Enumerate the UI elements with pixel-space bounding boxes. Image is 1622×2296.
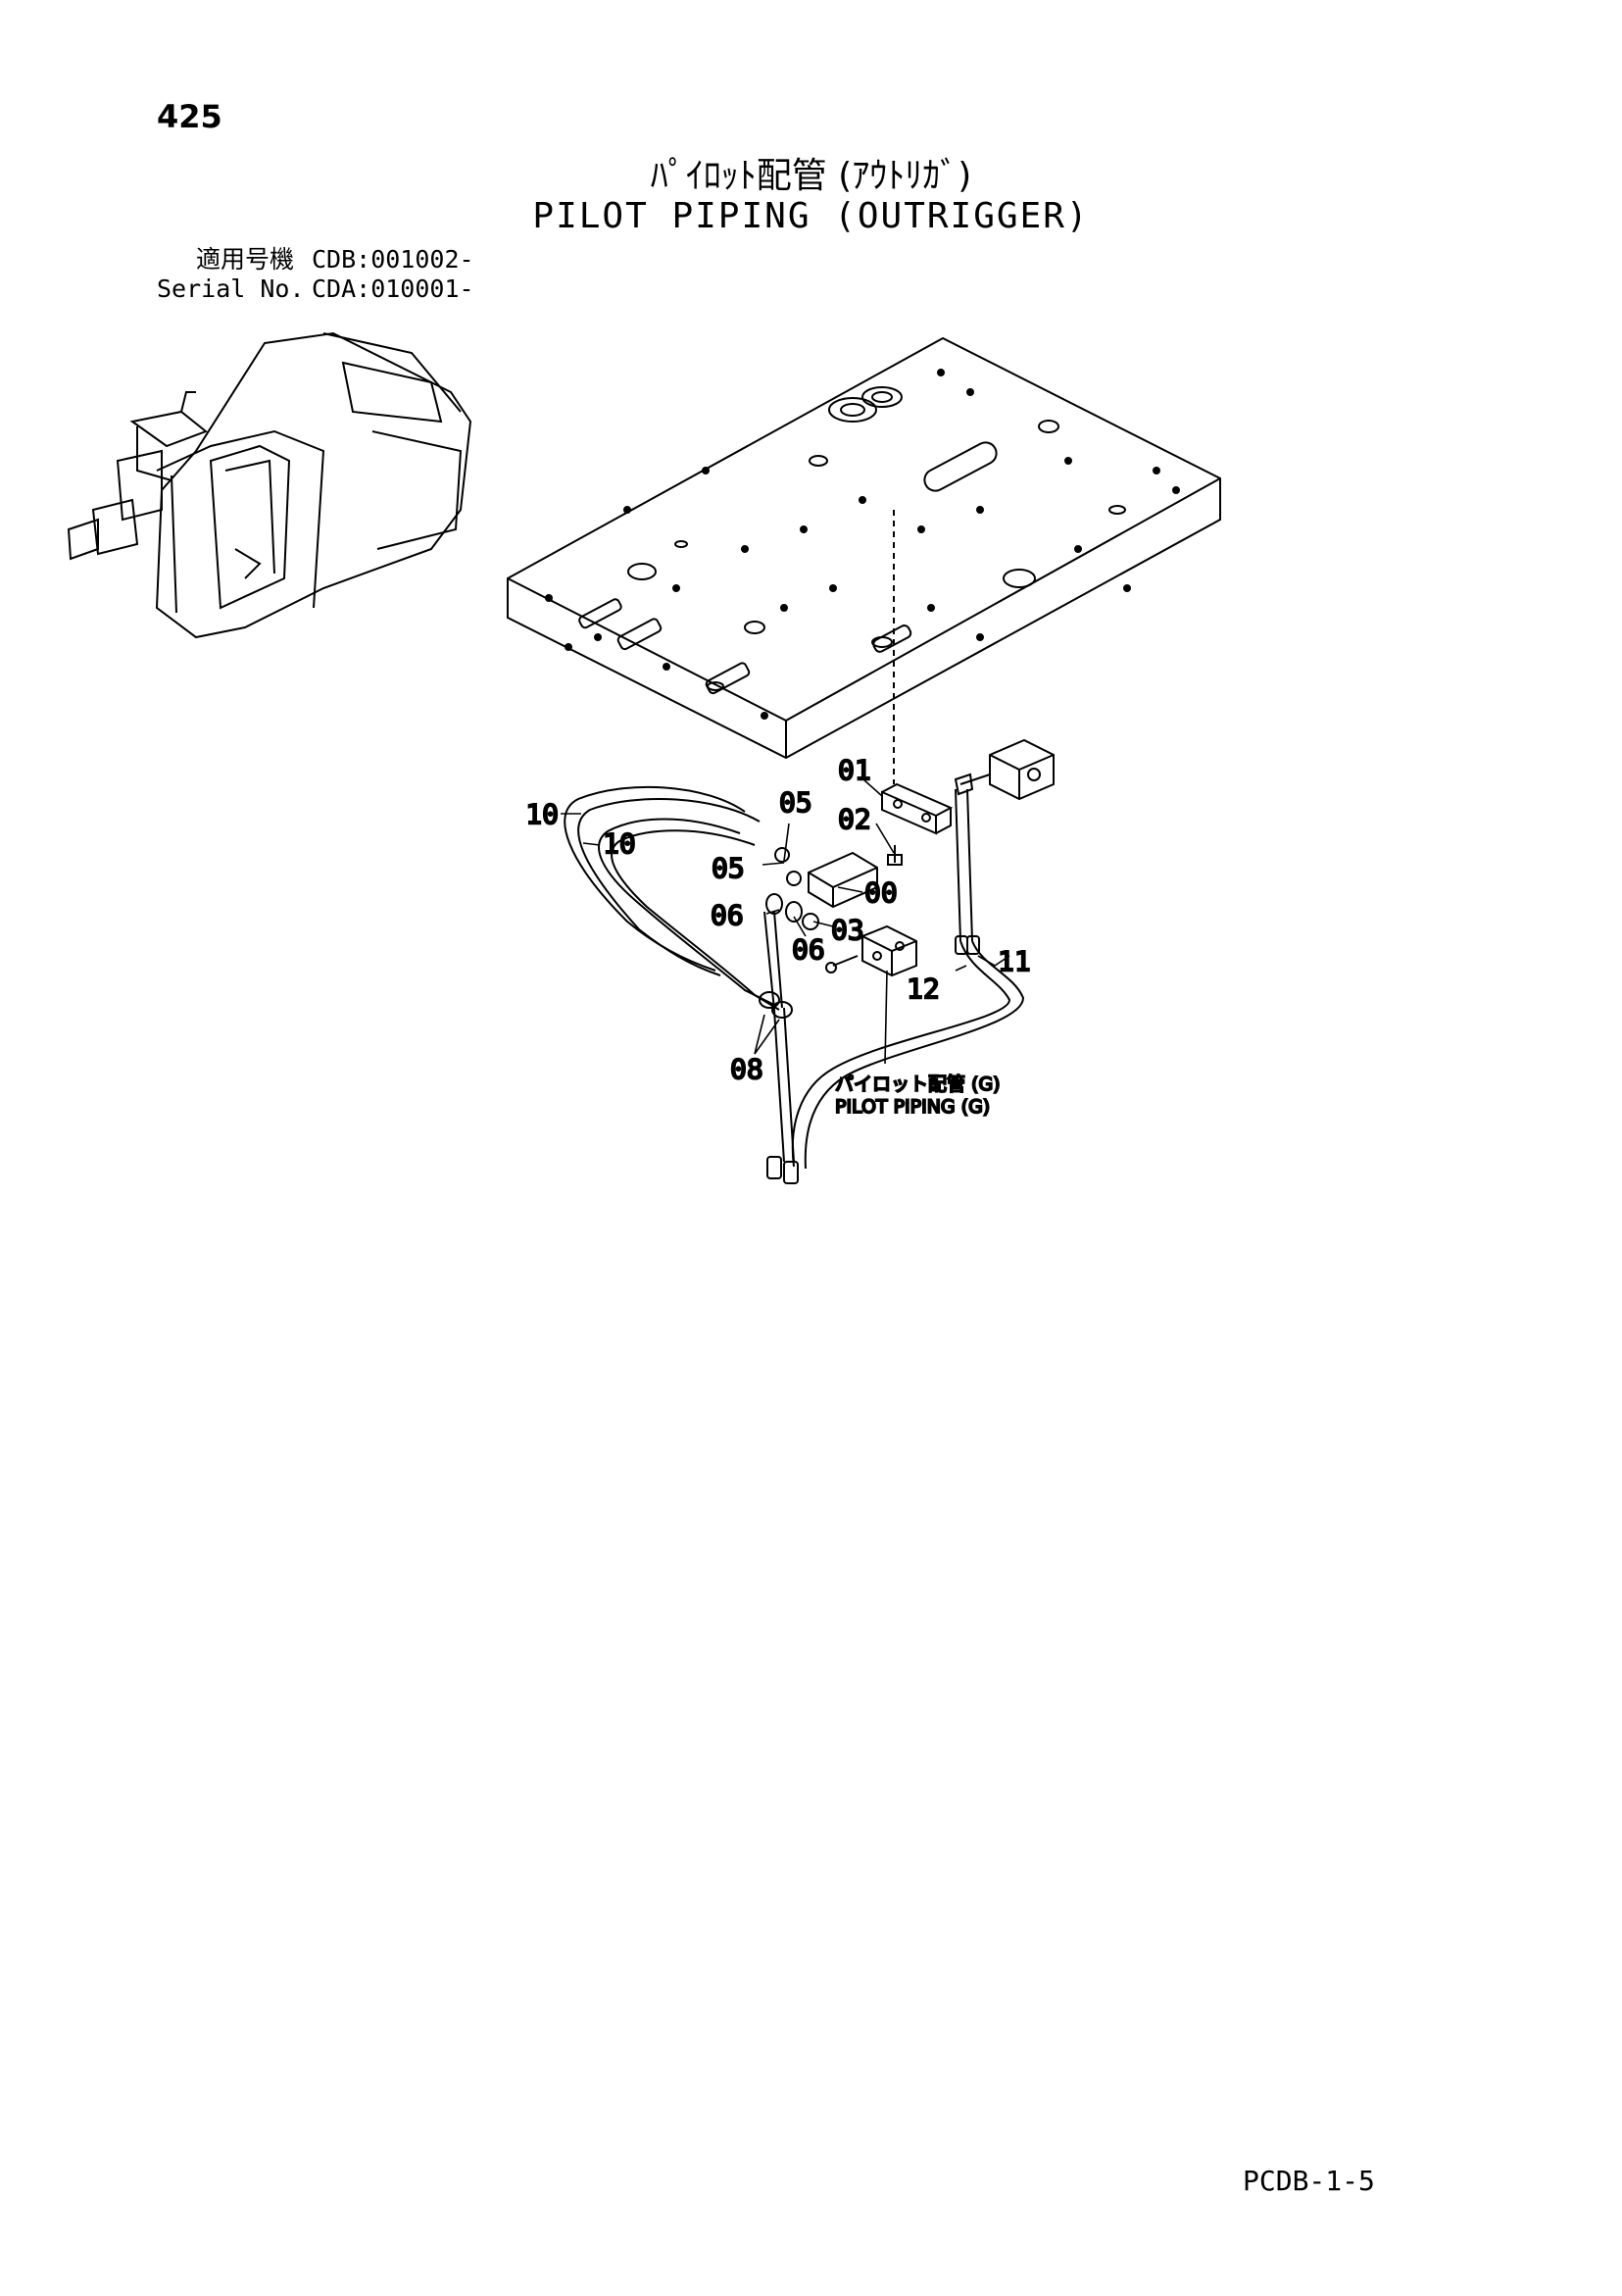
callout-06-a: 06 [711, 899, 744, 931]
page-number: 425 [157, 98, 222, 135]
valve-block-lower-icon [825, 924, 917, 977]
serial-value: CDA:010001- [312, 275, 474, 303]
callout-10-b: 10 [603, 827, 636, 860]
excavator-overview-icon [67, 331, 472, 639]
callout-08: 08 [730, 1053, 763, 1085]
footer-code: PCDB-1-5 [1243, 2165, 1375, 2197]
callout-05-b: 05 [712, 852, 745, 884]
callout-00: 00 [864, 876, 898, 909]
callout-05-a: 05 [779, 786, 812, 819]
leader-lines [561, 779, 1010, 1065]
serial-value: CDB:001002- [312, 245, 474, 274]
serial-block: 適用号機 CDB:001002- Serial No. CDA:010001- [157, 245, 474, 304]
callout-06-b: 06 [792, 933, 825, 966]
valve-block-right-icon [954, 738, 1055, 801]
serial-label: 適用号機 [195, 245, 294, 274]
bracket-icon [881, 782, 954, 866]
serial-row-applicable: 適用号機 CDB:001002- [157, 245, 474, 275]
callout-03: 03 [831, 914, 864, 946]
title-english: PILOT PIPING (OUTRIGGER) [532, 196, 1090, 236]
callout-02: 02 [838, 803, 871, 835]
reference-jp: パイロット配管 (G) [835, 1073, 1001, 1095]
callout-12: 12 [907, 973, 940, 1005]
pilot-valve-icon [765, 847, 878, 930]
callout-11: 11 [998, 945, 1031, 977]
hose-icon [564, 785, 1025, 1184]
serial-row-serialno: Serial No. CDA:010001- [157, 275, 474, 304]
callout-10-a: 10 [525, 798, 559, 830]
title-japanese: ﾊﾟｲﾛｯﾄ配管 (ｱｳﾄﾘｶﾞ) [650, 156, 972, 196]
reference-en: PILOT PIPING (G) [835, 1096, 990, 1118]
callout-01: 01 [838, 754, 871, 786]
floor-plate-icon [507, 336, 1221, 760]
